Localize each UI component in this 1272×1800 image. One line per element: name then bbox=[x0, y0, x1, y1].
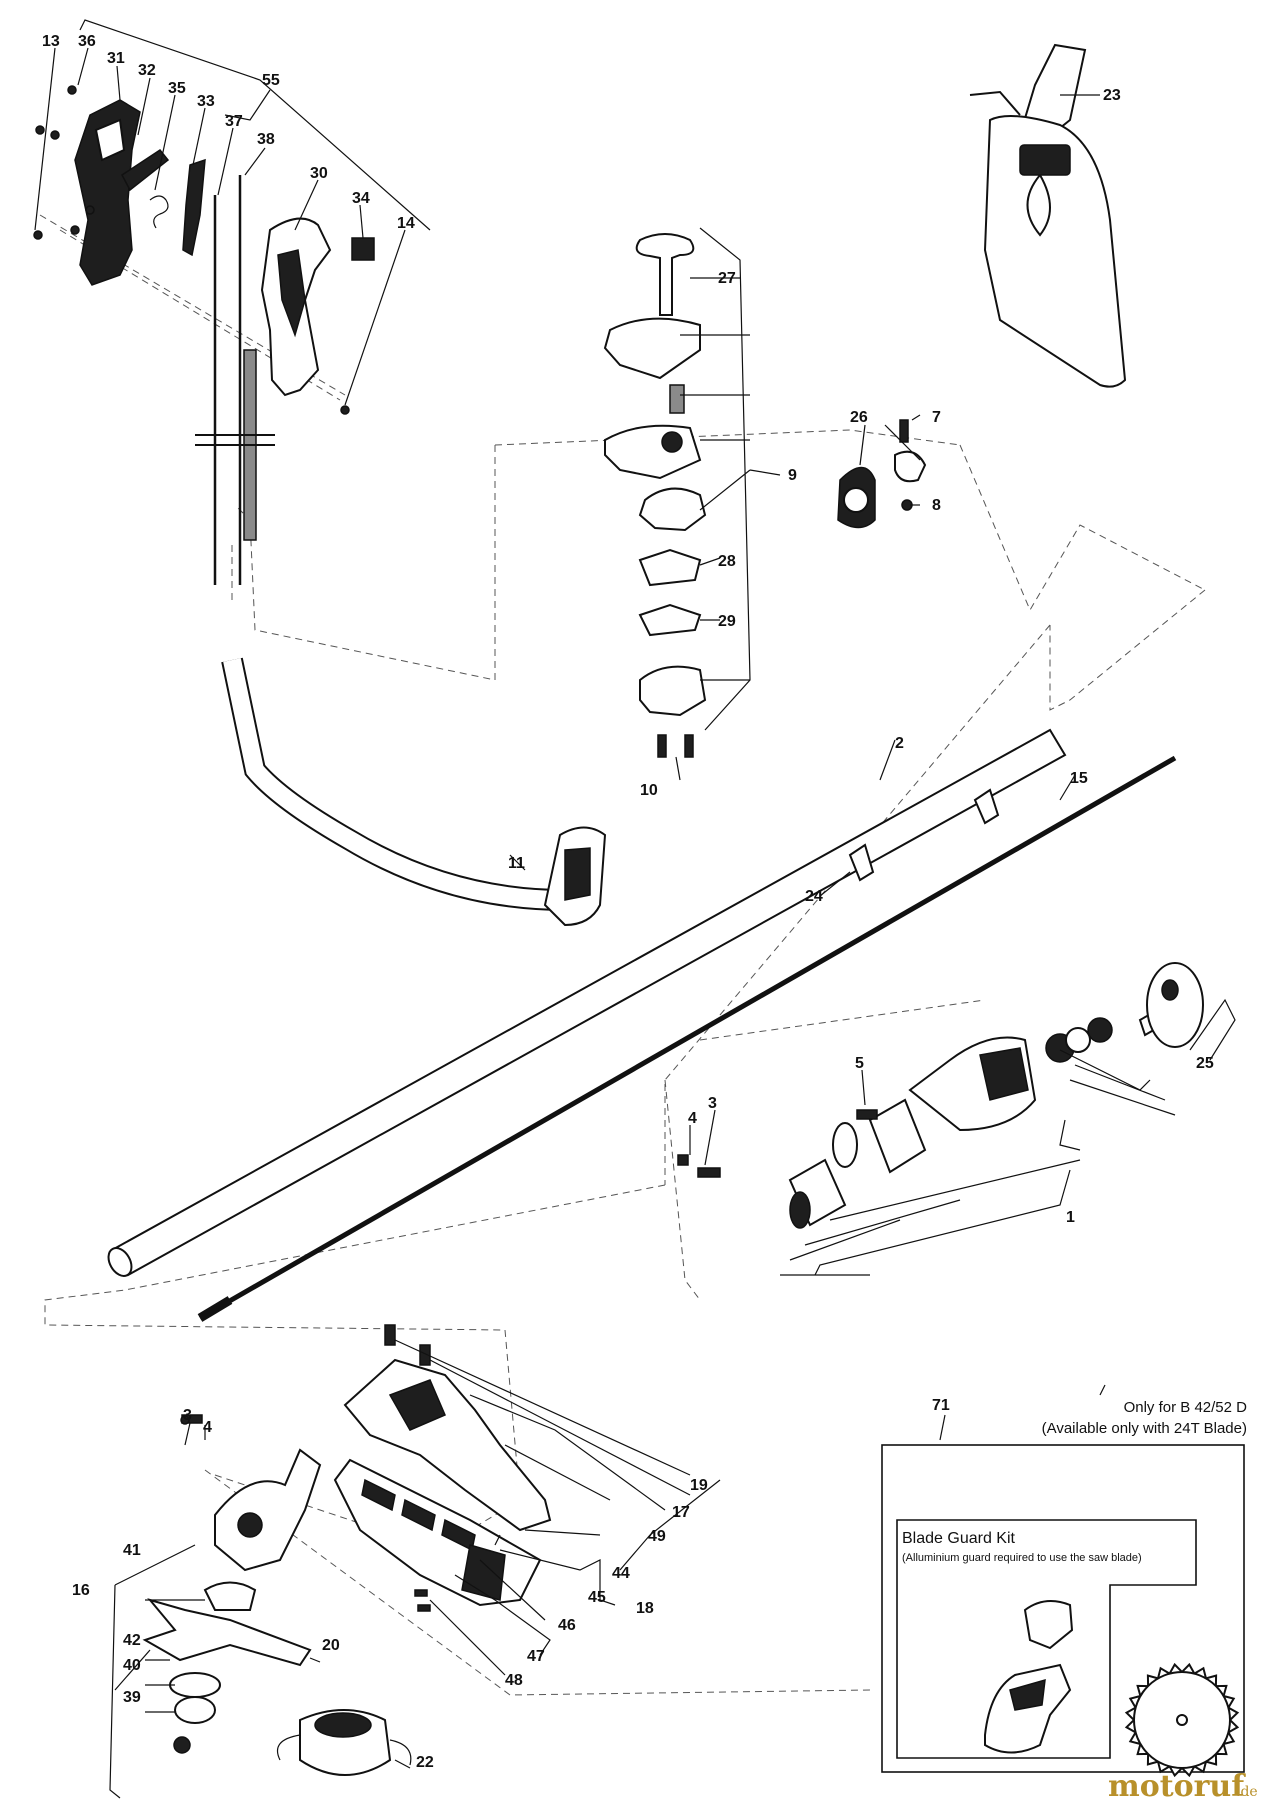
watermark-suffix: .de bbox=[1236, 1784, 1258, 1800]
callout-18: 18 bbox=[636, 1600, 654, 1617]
harness-group bbox=[969, 43, 1127, 388]
saw-blade bbox=[1124, 1662, 1240, 1778]
callout-37: 37 bbox=[225, 113, 243, 130]
callout-48: 48 bbox=[505, 1672, 523, 1689]
callout-40: 40 bbox=[123, 1657, 141, 1674]
callout-42: 42 bbox=[123, 1632, 141, 1649]
callout-27: 27 bbox=[718, 270, 736, 287]
bent-handle-group bbox=[221, 657, 607, 927]
clamp-insert-28 bbox=[638, 548, 702, 587]
aluminium-guard bbox=[984, 1663, 1072, 1754]
guard-mount bbox=[1023, 1600, 1074, 1650]
callout-10: 10 bbox=[640, 782, 658, 799]
callout-32: 32 bbox=[138, 62, 156, 79]
stop-switch bbox=[351, 237, 375, 261]
callout-31: 31 bbox=[107, 50, 125, 67]
callout-41: 41 bbox=[123, 1542, 141, 1559]
callout-1: 1 bbox=[1066, 1209, 1075, 1226]
blade-flange bbox=[203, 1581, 257, 1611]
callout-13: 13 bbox=[42, 33, 60, 50]
callout-30: 30 bbox=[310, 165, 328, 182]
callout-33: 33 bbox=[197, 93, 215, 110]
throttle-handle-group bbox=[33, 85, 375, 585]
harness-pad bbox=[983, 115, 1127, 388]
washer bbox=[169, 1672, 221, 1698]
callout-38: 38 bbox=[257, 131, 275, 148]
callout-55: 55 bbox=[262, 72, 280, 89]
callout-36: 36 bbox=[78, 33, 96, 50]
callout-22: 22 bbox=[416, 1754, 434, 1771]
callout-39: 39 bbox=[123, 1689, 141, 1706]
callout-47: 47 bbox=[527, 1648, 545, 1665]
callout-46: 46 bbox=[558, 1617, 576, 1634]
callout-11: 11 bbox=[508, 855, 525, 872]
callout-29: 29 bbox=[718, 613, 736, 630]
kit-subtitle: (Alluminium guard required to use the sa… bbox=[902, 1552, 1142, 1564]
callout-8: 8 bbox=[932, 497, 941, 514]
trigger-lever bbox=[121, 148, 170, 192]
callout-15: 15 bbox=[1070, 770, 1088, 787]
line-cutter-blade bbox=[461, 1544, 506, 1601]
trimmer-head-group bbox=[276, 1709, 412, 1776]
trigger-spring bbox=[149, 195, 169, 229]
kit-title: Blade Guard Kit bbox=[902, 1530, 1016, 1547]
callout-3: 3 bbox=[708, 1095, 717, 1112]
watermark-brand: motoruf bbox=[1108, 1769, 1246, 1800]
callout-9: 9 bbox=[788, 467, 797, 484]
guard-group bbox=[333, 1324, 552, 1612]
drive-shaft bbox=[198, 755, 1177, 1321]
callout-23: 23 bbox=[1103, 87, 1121, 104]
callout-35: 35 bbox=[168, 80, 186, 97]
clamp-lower bbox=[638, 487, 707, 532]
clamp-insert-29 bbox=[638, 603, 702, 637]
coupling-group bbox=[677, 962, 1204, 1229]
leader-lines bbox=[34, 19, 1236, 1799]
gearbox-group bbox=[142, 1414, 322, 1754]
note-line-1: Only for B 42/52 D bbox=[1124, 1399, 1248, 1416]
clamp-base bbox=[639, 665, 707, 717]
callout-2: 2 bbox=[895, 735, 904, 752]
shaft-group bbox=[107, 728, 1177, 1322]
clamp-knob bbox=[635, 233, 695, 316]
callout-25: 25 bbox=[1196, 1055, 1214, 1072]
callout-26: 26 bbox=[850, 409, 868, 426]
main-shaft-tube bbox=[110, 728, 1067, 1277]
shaft-clip-lower bbox=[848, 843, 875, 882]
callout-7: 7 bbox=[932, 409, 941, 426]
coupling-sleeve bbox=[868, 1098, 927, 1174]
callout-34: 34 bbox=[352, 190, 370, 207]
callout-19: 19 bbox=[690, 1477, 708, 1494]
clamp-spring bbox=[669, 384, 685, 414]
clamp-cap bbox=[603, 317, 701, 380]
callout-44: 44 bbox=[612, 1565, 630, 1582]
callout-49: 49 bbox=[648, 1528, 666, 1545]
shaft-clamp-group bbox=[837, 419, 927, 529]
callout-45: 45 bbox=[588, 1589, 606, 1606]
callout-24: 24 bbox=[805, 888, 823, 905]
callout-4: 4 bbox=[688, 1110, 697, 1127]
callout-5: 5 bbox=[855, 1055, 864, 1072]
callout-20: 20 bbox=[322, 1637, 340, 1654]
callout-numbers: 13 36 31 32 35 33 37 38 55 30 34 14 23 2… bbox=[42, 33, 1214, 1771]
gearbox-body bbox=[214, 1448, 322, 1572]
watermark: motoruf .de bbox=[1108, 1769, 1258, 1800]
model-note: Only for B 42/52 D (Available only with … bbox=[1042, 1399, 1248, 1437]
callout-4-lower: 4 bbox=[203, 1419, 212, 1436]
callout-28: 28 bbox=[718, 553, 736, 570]
callout-71: 71 bbox=[932, 1397, 950, 1414]
shaft-clip-upper bbox=[973, 788, 1000, 825]
callout-3-lower: 3 bbox=[183, 1407, 192, 1424]
throttle-lockout bbox=[182, 158, 206, 257]
clamp-upper bbox=[604, 424, 702, 480]
note-line-2: (Available only with 24T Blade) bbox=[1042, 1420, 1247, 1437]
handle-clamp-group bbox=[603, 233, 707, 758]
blade-nut bbox=[174, 1696, 216, 1724]
callout-14: 14 bbox=[397, 215, 415, 232]
cutting-blade bbox=[142, 1598, 312, 1667]
callout-16: 16 bbox=[72, 1582, 90, 1599]
callout-17: 17 bbox=[672, 1504, 690, 1521]
blade-guard-kit-box: Blade Guard Kit (Alluminium guard requir… bbox=[881, 1444, 1245, 1778]
